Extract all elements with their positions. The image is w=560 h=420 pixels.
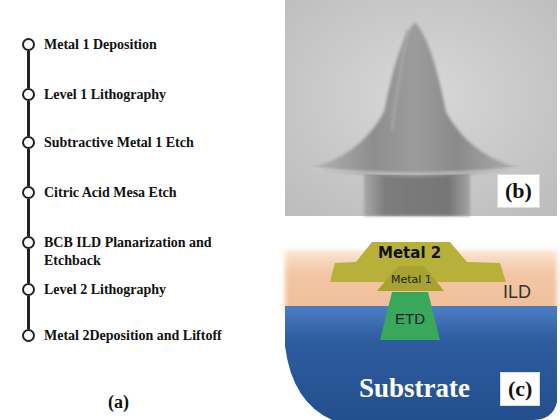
step-label: Level 2 Lithography	[44, 281, 229, 299]
substrate-label: Substrate	[359, 373, 470, 404]
timeline-line	[27, 199, 30, 236]
step-label: Citric Acid Mesa Etch	[44, 184, 229, 202]
layer-region: Substrate	[359, 373, 470, 404]
ild-layer-label: ILD	[503, 282, 531, 303]
step-label: Subtractive Metal 1 Etch	[44, 134, 229, 152]
timeline-line	[27, 296, 30, 329]
step-circle	[22, 38, 35, 51]
layer-region: Metal 1	[391, 273, 432, 286]
timeline-line	[27, 249, 30, 283]
metal-layer-label: Metal 2	[378, 244, 441, 262]
process-step: BCB ILD Planarization and Etchback	[22, 234, 229, 270]
layer-region: Metal 2	[378, 244, 441, 262]
step-circle	[22, 329, 35, 342]
step-label: Metal 1 Deposition	[44, 36, 229, 54]
step-circle	[22, 136, 35, 149]
panel-label: (c)	[500, 372, 540, 406]
process-step: Level 1 Lithography	[22, 86, 229, 104]
layer-region: ETD	[395, 310, 425, 327]
timeline-line	[27, 101, 30, 136]
metal-layer-label: Metal 1	[391, 273, 432, 286]
layer-region: ILD	[503, 282, 531, 303]
etd-layer-label: ETD	[395, 310, 425, 327]
step-label: BCB ILD Planarization and Etchback	[44, 234, 229, 270]
timeline-line	[27, 149, 30, 186]
panel-label: (a)	[108, 392, 129, 413]
process-step: Citric Acid Mesa Etch	[22, 184, 229, 202]
step-label: Metal 2Deposition and Liftoff	[44, 327, 229, 345]
process-step: Level 2 Lithography	[22, 281, 229, 299]
process-step: Metal 1 Deposition	[22, 36, 229, 54]
process-step: Subtractive Metal 1 Etch	[22, 134, 229, 152]
timeline-line	[27, 51, 30, 88]
step-circle	[22, 88, 35, 101]
step-circle	[22, 236, 35, 249]
step-circle	[22, 283, 35, 296]
process-step: Metal 2Deposition and Liftoff	[22, 327, 229, 345]
step-label: Level 1 Lithography	[44, 86, 229, 104]
panel-label: (b)	[497, 174, 540, 208]
step-circle	[22, 186, 35, 199]
